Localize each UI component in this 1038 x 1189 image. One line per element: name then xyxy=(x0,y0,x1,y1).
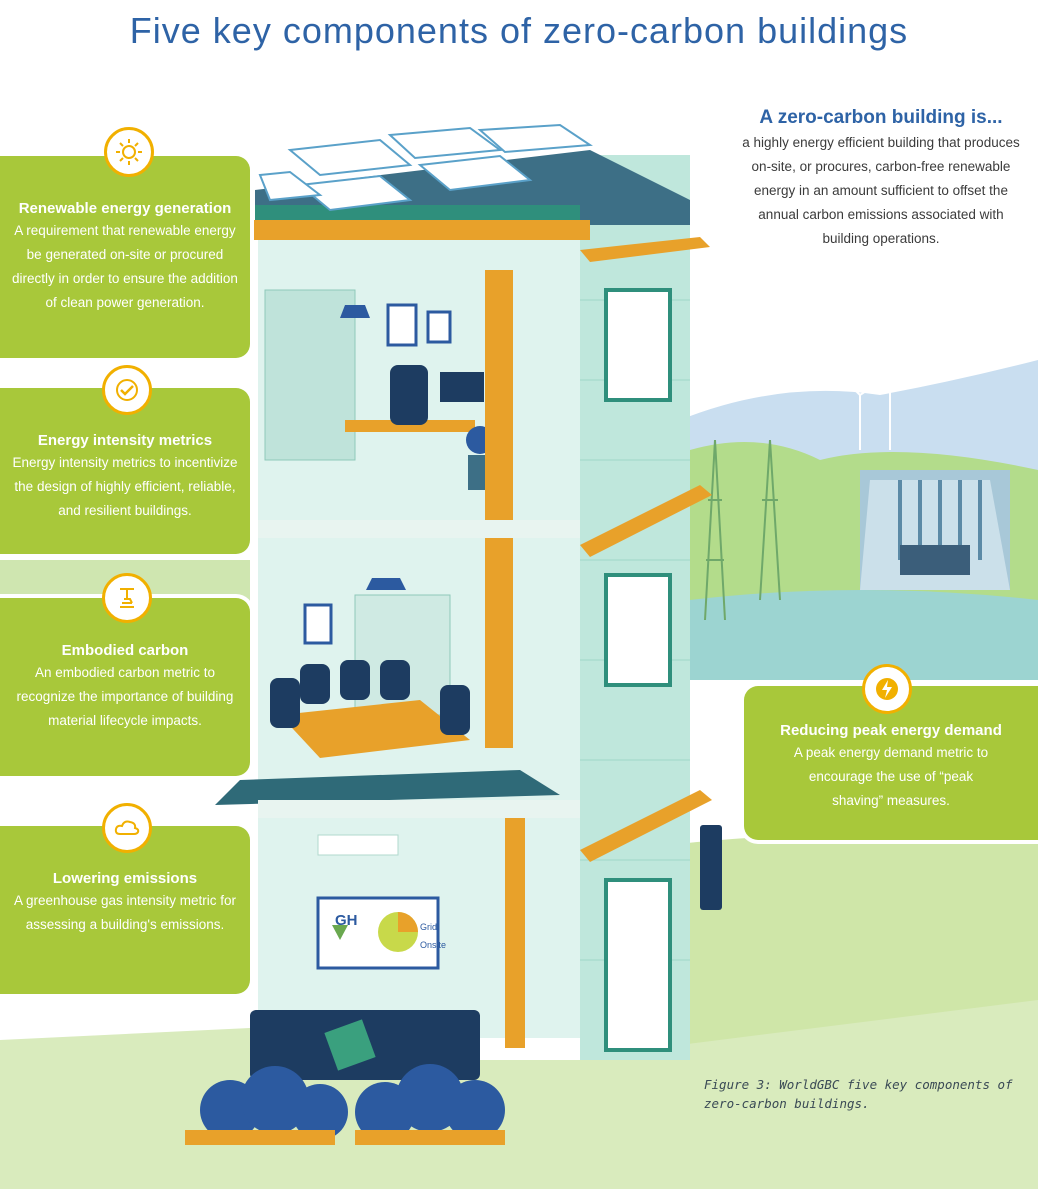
card-body: A greenhouse gas intensity metric for as… xyxy=(13,893,237,932)
card-renewable-energy: Renewable energy generation A requiremen… xyxy=(0,156,250,358)
crane-icon xyxy=(102,573,152,623)
definition-body: a highly energy efficient building that … xyxy=(742,135,1020,246)
card-lowering-emissions: Lowering emissions A greenhouse gas inte… xyxy=(0,826,250,994)
card-title: Reducing peak energy demand xyxy=(780,722,1002,739)
checkmark-icon xyxy=(102,365,152,415)
card-title: Energy intensity metrics xyxy=(37,432,213,449)
definition-block: A zero-carbon building is... a highly en… xyxy=(738,107,1024,251)
screen-label: GH xyxy=(335,912,358,929)
card-body: A requirement that renewable energy be g… xyxy=(12,223,238,310)
screen-legend-grid: Grid xyxy=(420,922,437,932)
card-title: Lowering emissions xyxy=(52,870,198,887)
card-energy-intensity: Energy intensity metrics Energy intensit… xyxy=(0,388,250,554)
screen-legend-onsite: Onsite xyxy=(420,940,446,950)
definition-title: A zero-carbon building is... xyxy=(759,107,1003,128)
figure-caption: Figure 3: WorldGBC five key components o… xyxy=(704,1077,1013,1111)
card-title: Embodied carbon xyxy=(61,642,189,659)
card-embodied-carbon: Embodied carbon An embodied carbon metri… xyxy=(0,598,250,776)
card-peak-demand: Reducing peak energy demand A peak energ… xyxy=(744,686,1038,840)
co2-cloud-icon xyxy=(102,803,152,853)
card-body: A peak energy demand metric to encourage… xyxy=(793,745,989,808)
card-body: An embodied carbon metric to recognize t… xyxy=(16,665,234,728)
card-title: Renewable energy generation xyxy=(18,200,232,217)
lightning-icon xyxy=(862,664,912,714)
card-body: Energy intensity metrics to incentivize … xyxy=(12,455,238,518)
sun-icon xyxy=(104,127,154,177)
page-title: Five key components of zero-carbon build… xyxy=(129,10,909,51)
